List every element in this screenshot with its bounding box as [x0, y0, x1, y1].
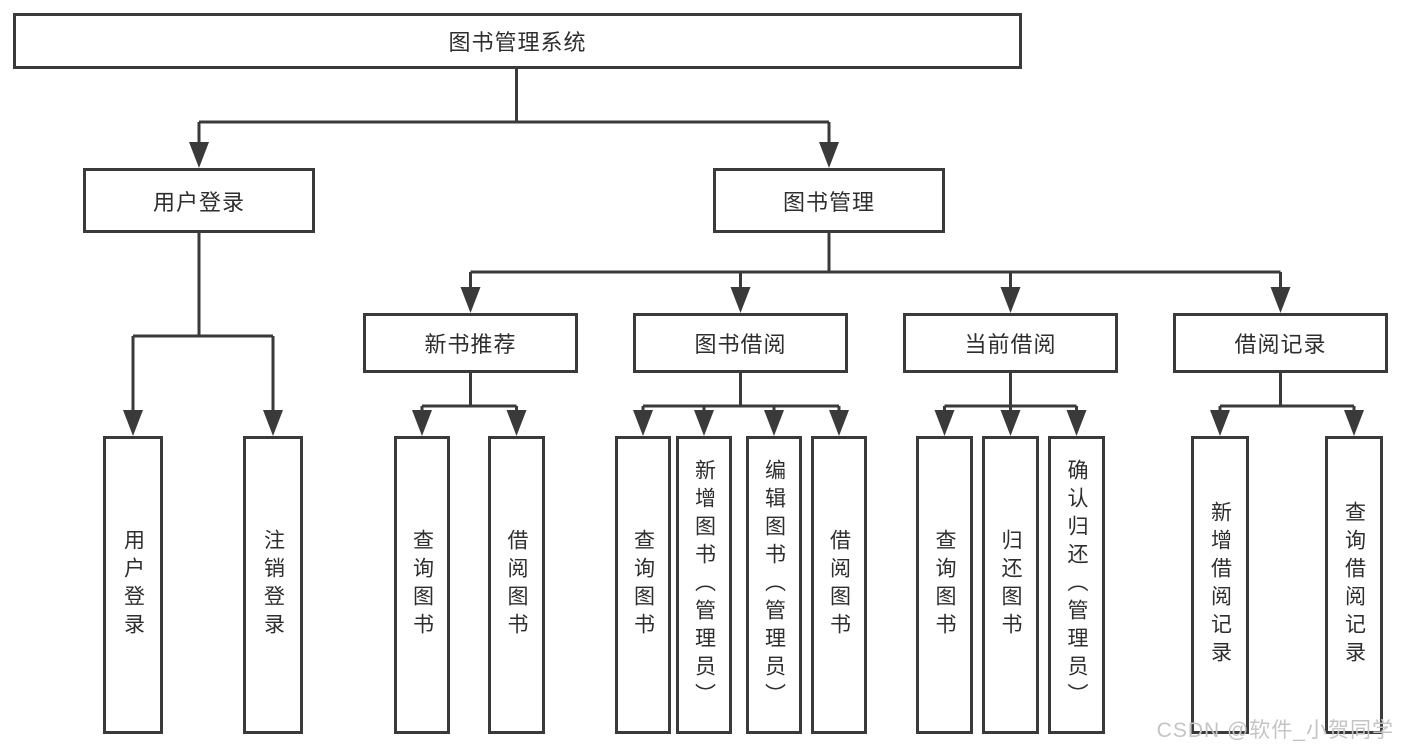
node-book-borrowing: 图书借阅	[633, 313, 848, 373]
connector-borrow-to-leaves	[633, 373, 849, 436]
arrowhead	[694, 410, 714, 436]
leaf-label: 查询图书	[410, 529, 434, 641]
node-label: 图书借阅	[694, 332, 787, 357]
arrowhead	[123, 410, 143, 436]
watermark: CSDN @软件_小贺同学	[1156, 719, 1394, 742]
leaf-query-books-2: 查询图书	[615, 436, 671, 734]
leaf-add-borrow-record: 新增借阅记录	[1191, 436, 1249, 734]
leaf-label: 查询图书	[631, 529, 655, 641]
node-label: 图书管理系统	[448, 30, 587, 55]
arrowhead	[1210, 410, 1230, 436]
node-library-system: 图书管理系统	[13, 13, 1022, 69]
arrowhead	[764, 410, 784, 436]
leaf-add-books-admin: 新增图书（管理员）	[676, 436, 732, 734]
arrowhead	[506, 410, 527, 436]
arrowhead	[829, 410, 849, 436]
leaf-label: 编辑图书（管理员）	[762, 459, 786, 711]
leaf-borrow-books-1: 借阅图书	[488, 436, 545, 734]
leaf-query-borrow-record: 查询借阅记录	[1325, 436, 1383, 734]
connector-records-to-leaves	[1210, 373, 1364, 436]
node-label: 当前借阅	[964, 332, 1057, 357]
leaf-query-books-3: 查询图书	[916, 436, 973, 734]
leaf-label: 用户登录	[121, 529, 145, 641]
leaf-label: 确认归还（管理员）	[1065, 459, 1088, 711]
arrowhead	[819, 142, 839, 168]
node-new-book-recommend: 新书推荐	[363, 313, 578, 373]
arrowhead	[1000, 410, 1021, 436]
leaf-label: 注销登录	[261, 529, 285, 641]
leaf-label: 借阅图书	[505, 529, 528, 641]
arrowhead	[1000, 287, 1021, 313]
leaf-query-books-1: 查询图书	[394, 436, 450, 734]
node-user-login: 用户登录	[83, 168, 315, 233]
arrowhead	[189, 142, 209, 168]
node-label: 新书推荐	[424, 332, 517, 357]
leaf-label: 新增借阅记录	[1208, 501, 1232, 669]
node-label: 图书管理	[782, 189, 875, 215]
leaf-confirm-return-admin: 确认归还（管理员）	[1048, 436, 1105, 734]
node-book-management: 图书管理	[713, 168, 945, 233]
node-current-borrowing: 当前借阅	[903, 313, 1118, 373]
arrowhead	[460, 287, 481, 313]
leaf-label: 归还图书	[999, 529, 1022, 641]
arrowhead	[412, 410, 432, 436]
connector-newbook-to-leaves	[412, 373, 527, 436]
arrowhead	[633, 410, 653, 436]
leaf-label: 借阅图书	[827, 529, 851, 641]
leaf-user-login: 用户登录	[103, 436, 163, 734]
leaf-label: 查询图书	[933, 529, 956, 641]
arrowhead	[1270, 287, 1291, 313]
leaf-label: 新增图书（管理员）	[692, 459, 716, 711]
leaf-logout: 注销登录	[243, 436, 303, 734]
leaf-return-books: 归还图书	[982, 436, 1039, 734]
leaf-label: 查询借阅记录	[1342, 501, 1366, 669]
connector-userlogin-to-leaves	[123, 233, 283, 436]
arrowhead	[730, 287, 751, 313]
connector-bookmgmt-to-level3	[460, 233, 1291, 313]
arrowhead	[1066, 410, 1087, 436]
arrowhead	[1344, 410, 1364, 436]
arrowhead	[934, 410, 955, 436]
node-borrowing-records: 借阅记录	[1173, 313, 1388, 373]
node-label: 借阅记录	[1234, 332, 1327, 357]
node-label: 用户登录	[152, 189, 245, 215]
leaf-borrow-books-2: 借阅图书	[811, 436, 867, 734]
connector-current-to-leaves	[934, 373, 1087, 436]
arrowhead	[263, 410, 283, 436]
connector-root-to-level2	[189, 69, 839, 168]
leaf-edit-books-admin: 编辑图书（管理员）	[746, 436, 802, 734]
